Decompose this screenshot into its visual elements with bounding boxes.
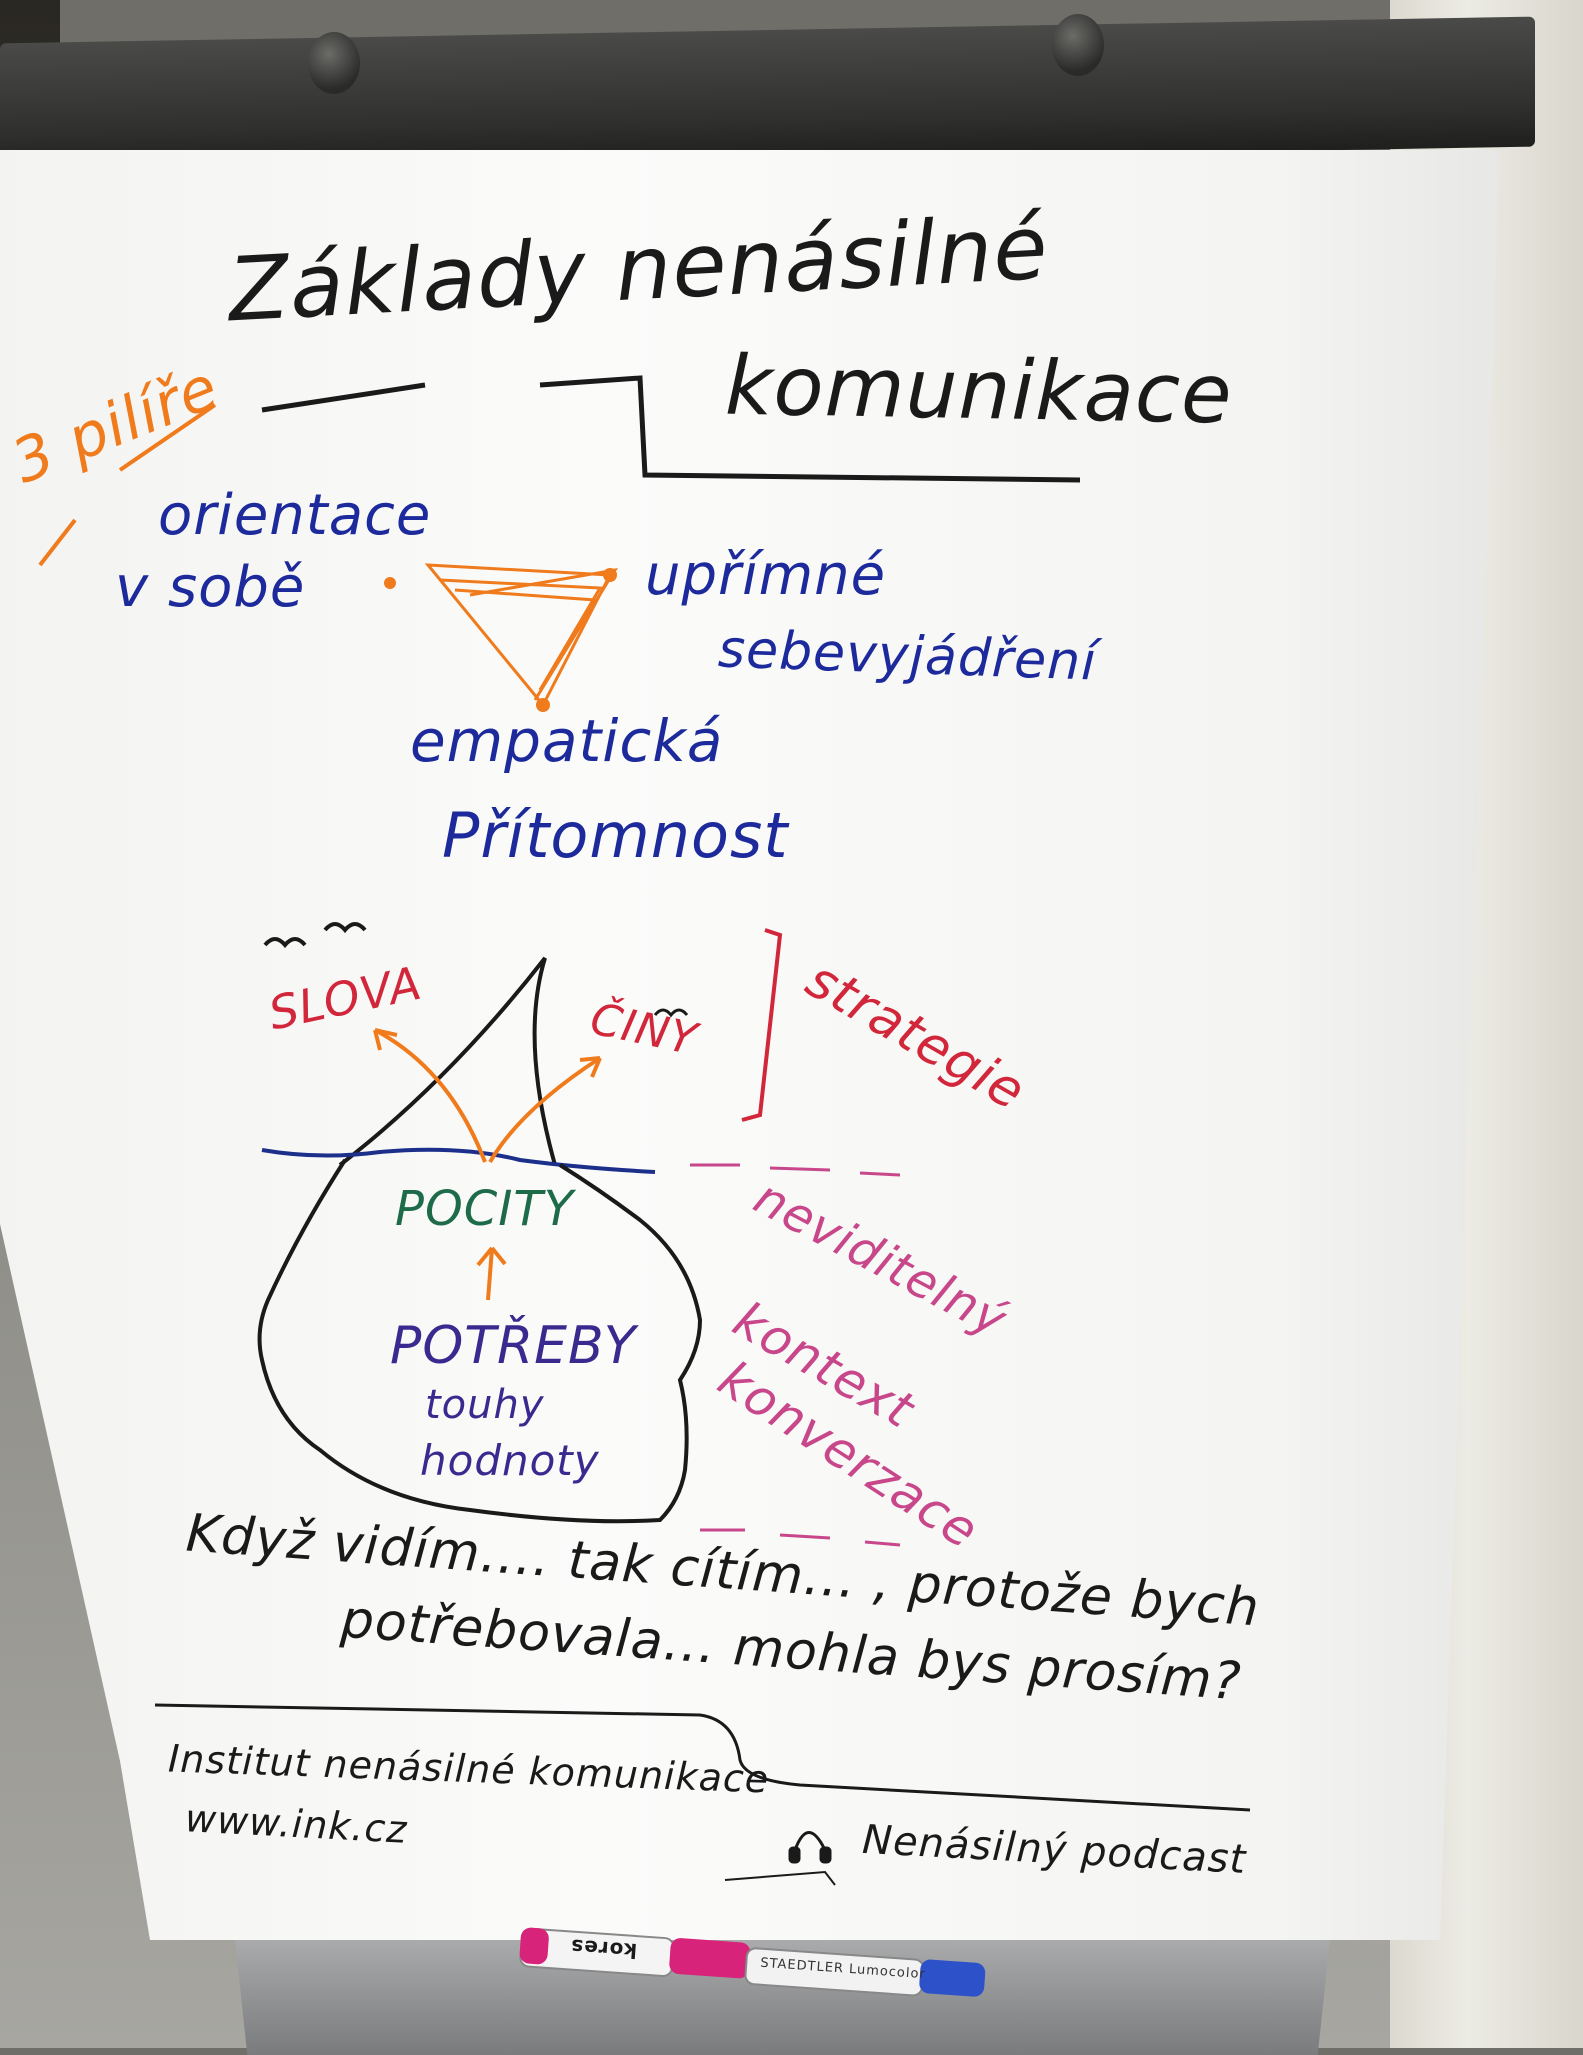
bottom-dashes	[700, 1528, 901, 1547]
needs-sub-values: hodnoty	[420, 1436, 600, 1485]
pillars-underline	[118, 403, 217, 472]
needs-sub-desires: touhy	[425, 1382, 545, 1428]
footer-sketch	[724, 1870, 836, 1886]
waterline	[261, 1147, 656, 1174]
footer-web: www.ink.cz	[184, 1796, 409, 1852]
pillar-orientation-line2: v sobě	[115, 555, 306, 620]
bird-3	[653, 1008, 689, 1018]
feelings-label: POCITY	[395, 1181, 575, 1237]
pillar-honest-line1: upřímné	[645, 543, 887, 608]
needs-label: POTŘEBY	[390, 1316, 637, 1376]
pillar-orientation-line1: orientace	[158, 483, 432, 548]
flipchart-paper	[0, 150, 1500, 1940]
triangle-vertex-left	[384, 577, 396, 589]
iceberg-tip	[338, 956, 557, 1167]
pillars-slash	[38, 518, 77, 567]
bird-2	[323, 922, 367, 934]
footer-divider	[154, 1703, 1251, 1812]
marker-brand-kores: kores	[569, 1934, 638, 1964]
clamp-knob-left	[308, 32, 360, 94]
pillar-honest-line2: sebevyjádření	[717, 619, 1098, 693]
title-underline-right	[539, 375, 1081, 483]
headphones-icon	[788, 1831, 832, 1864]
waterline-dashes	[690, 1163, 901, 1177]
clamp-knob-right	[1052, 14, 1104, 76]
strategy-bracket	[741, 928, 783, 1122]
pillars-triangle	[424, 563, 619, 708]
pillar-empathy-line1: empatická	[410, 707, 724, 775]
triangle-vertex-bottom	[536, 698, 550, 712]
title-line2: komunikace	[724, 338, 1234, 443]
title-underline-left	[261, 382, 426, 413]
iceberg-underwater	[257, 1158, 703, 1524]
bird-1	[263, 937, 307, 949]
triangle-vertex-right	[603, 568, 617, 582]
iceberg-arrows	[373, 1028, 602, 1301]
pillar-empathy-line2: Přítomnost	[442, 799, 789, 872]
